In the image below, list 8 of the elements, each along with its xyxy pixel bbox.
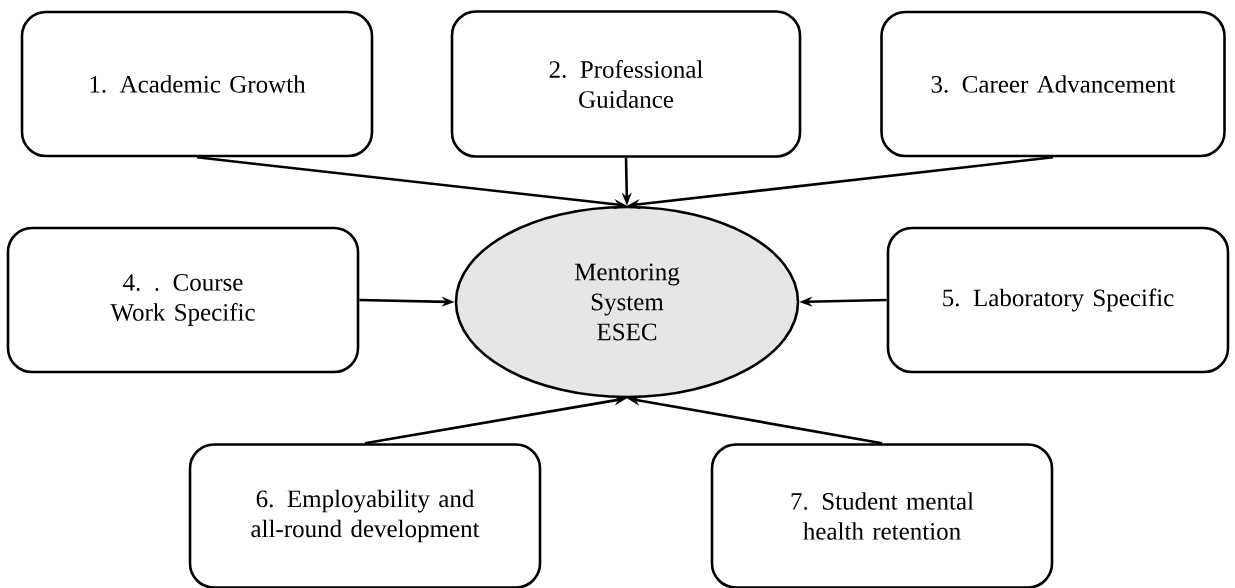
rounded-box: 3. Career Advancement bbox=[880, 10, 1226, 158]
rounded-box: 1. Academic Growth bbox=[20, 10, 374, 158]
rounded-box: 7. Student mental health retention bbox=[710, 443, 1054, 588]
rounded-box: 4. . Course Work Specific bbox=[6, 226, 360, 374]
rounded-box: 2. Professional Guidance bbox=[450, 10, 802, 158]
rounded-box: 5. Laboratory Specific bbox=[886, 226, 1230, 374]
ellipse-node: Mentoring System ESEC bbox=[454, 205, 800, 399]
rounded-box: 6. Employability and all-round development bbox=[188, 443, 542, 588]
